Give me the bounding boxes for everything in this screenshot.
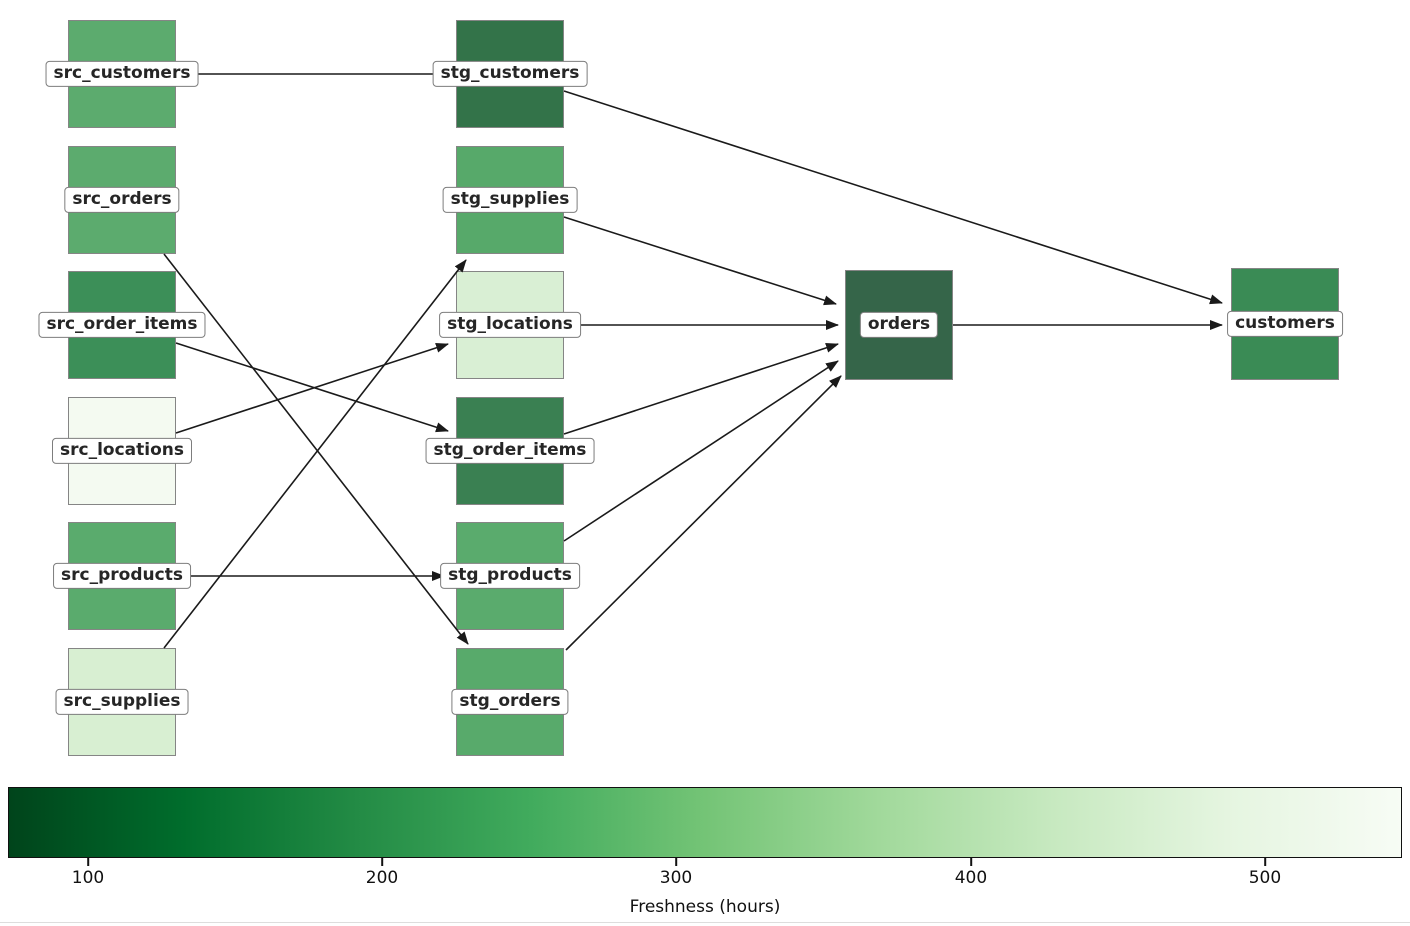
node-label-customers: customers — [1227, 310, 1343, 338]
edge-src_orders-to-stg_orders — [163, 253, 469, 645]
figure-bottom-border — [0, 922, 1410, 923]
node-label-stg_products: stg_products — [440, 562, 580, 590]
node-label-stg_orders: stg_orders — [451, 688, 569, 716]
node-label-src_orders: src_orders — [64, 186, 180, 214]
edge-src_locations-to-stg_locations — [175, 342, 449, 434]
node-label-stg_customers: stg_customers — [432, 60, 588, 88]
node-label-src_customers: src_customers — [45, 60, 199, 88]
colorbar-tick-label: 400 — [954, 868, 988, 888]
colorbar-tick-mark — [970, 858, 972, 866]
node-label-src_supplies: src_supplies — [55, 688, 189, 716]
edge-stg_orders-to-orders — [565, 375, 842, 651]
node-label-stg_order_items: stg_order_items — [425, 437, 595, 465]
colorbar-axis-label: Freshness (hours) — [629, 897, 781, 917]
edge-stg_products-to-orders — [563, 360, 839, 542]
colorbar-tick-label: 200 — [365, 868, 399, 888]
node-label-src_locations: src_locations — [52, 437, 192, 465]
colorbar-tick-mark — [381, 858, 383, 866]
colorbar-gradient — [8, 787, 1402, 858]
node-label-stg_supplies: stg_supplies — [442, 186, 578, 214]
colorbar-tick-mark — [675, 858, 677, 866]
edge-stg_customers-to-customers — [563, 90, 1223, 305]
colorbar-tick-label: 100 — [71, 868, 105, 888]
edge-src_supplies-to-stg_supplies — [163, 259, 467, 649]
colorbar-tick-label: 500 — [1248, 868, 1282, 888]
colorbar-tick-mark — [1264, 858, 1266, 866]
node-label-src_order_items: src_order_items — [38, 311, 206, 339]
edge-stg_order_items-to-orders — [563, 342, 839, 435]
node-label-stg_locations: stg_locations — [439, 311, 581, 339]
node-label-src_products: src_products — [53, 562, 191, 590]
edge-stg_supplies-to-orders — [563, 216, 837, 306]
node-label-orders: orders — [859, 311, 939, 339]
colorbar-tick-mark — [87, 858, 89, 866]
colorbar-tick-label: 300 — [659, 868, 693, 888]
edge-src_order_items-to-stg_order_items — [175, 342, 449, 433]
